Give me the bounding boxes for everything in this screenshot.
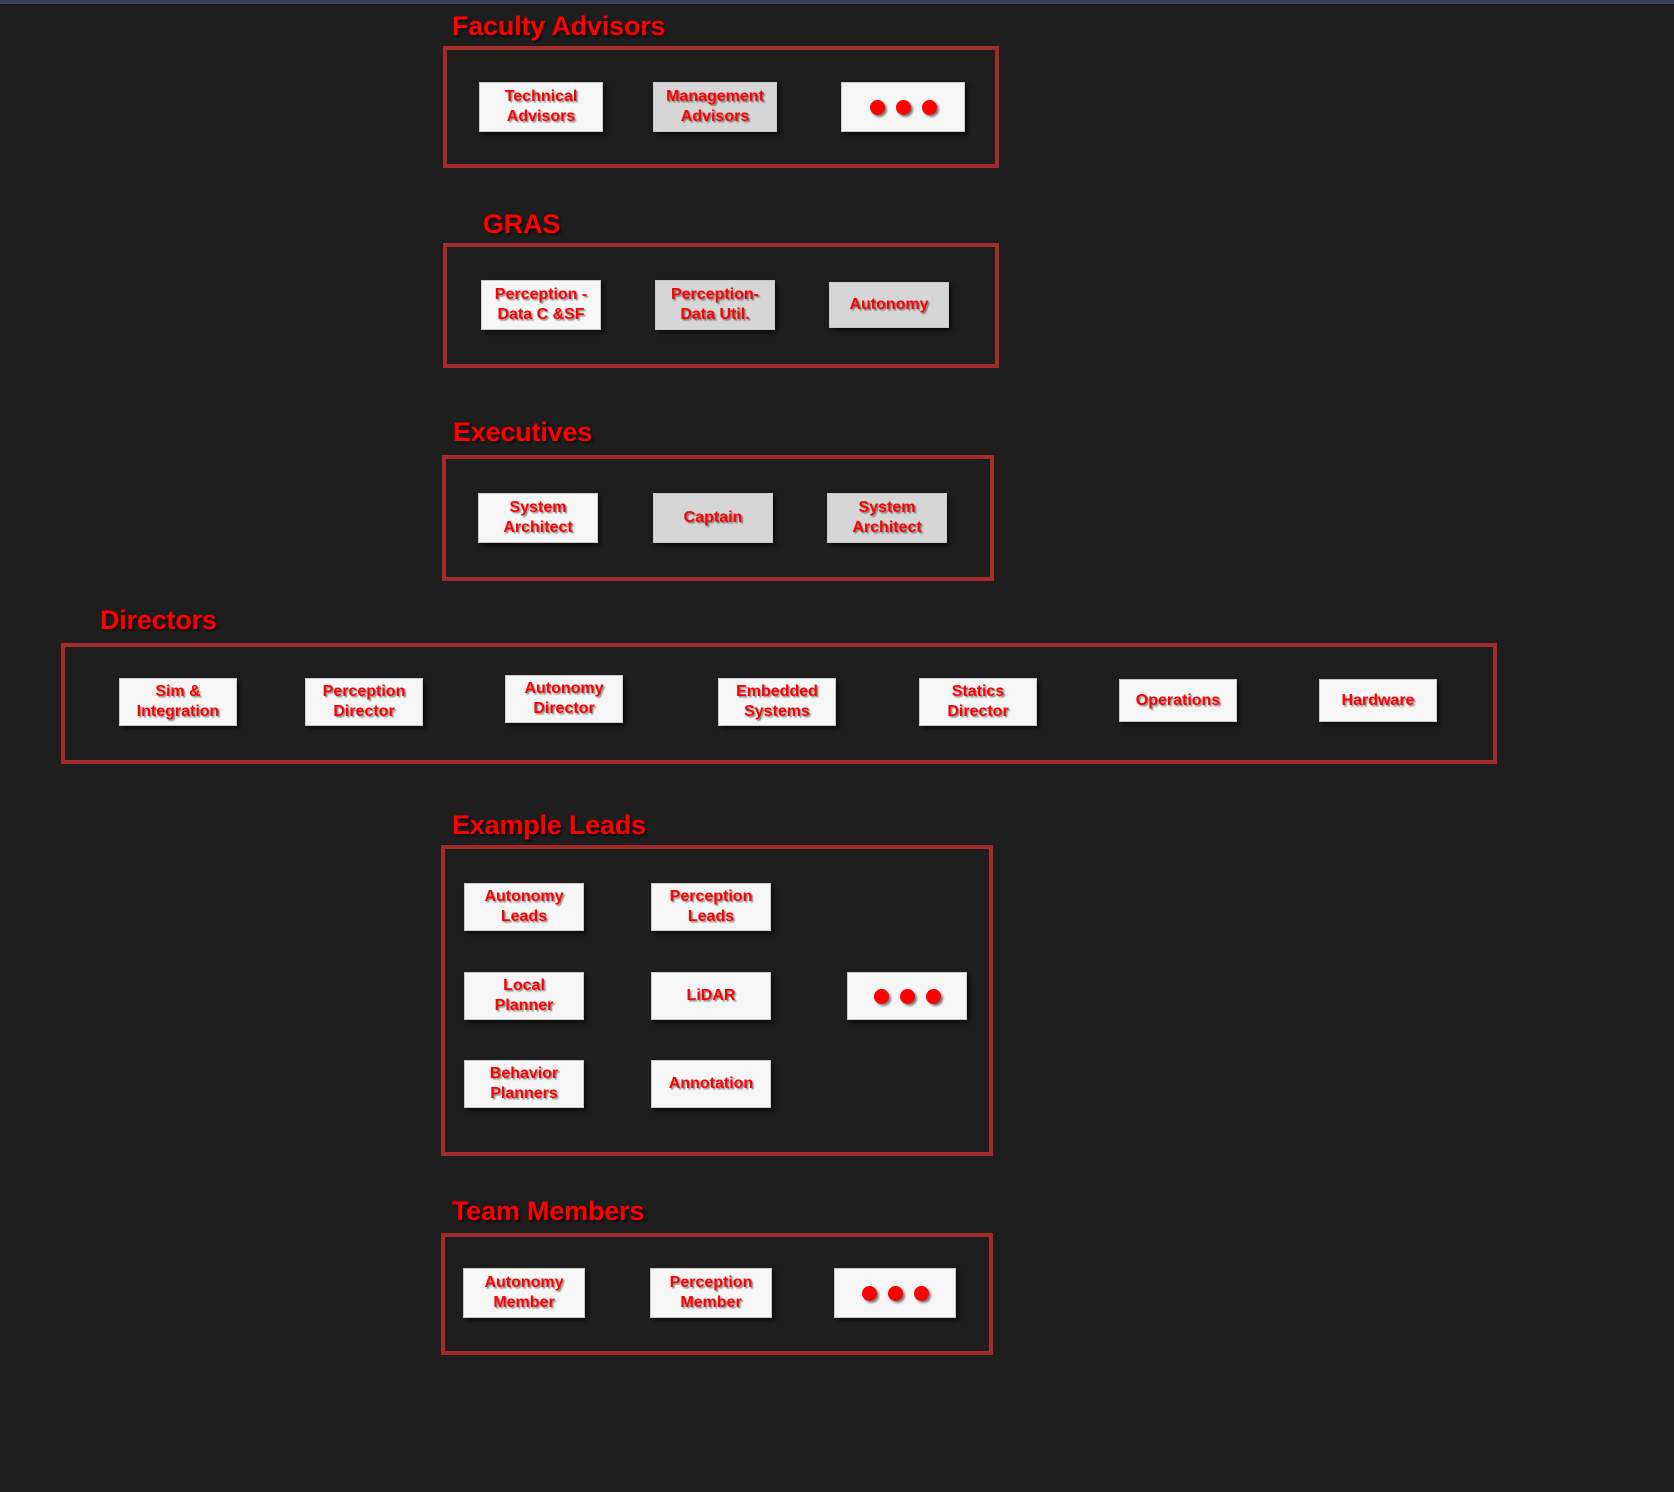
node-sim-integration[interactable]: Sim & Integration bbox=[119, 678, 237, 726]
node-label: System Architect bbox=[852, 499, 922, 536]
section-title-faculty-advisors: Faculty Advisors bbox=[452, 11, 666, 41]
section-title-gras: GRAS bbox=[483, 209, 561, 239]
group-box-team-members bbox=[441, 1233, 993, 1355]
group-box-executives bbox=[442, 455, 994, 581]
node-faculty-advisors-more[interactable] bbox=[841, 82, 965, 132]
node-perception-data-c-sf[interactable]: Perception - Data C &SF bbox=[481, 280, 601, 330]
ellipsis-dots-icon bbox=[861, 1285, 929, 1301]
node-behavior-planners[interactable]: Behavior Planners bbox=[464, 1060, 584, 1108]
node-statics-director[interactable]: Statics Director bbox=[919, 678, 1037, 726]
node-label: Operations bbox=[1135, 691, 1221, 709]
node-label: Management Advisors bbox=[666, 88, 764, 125]
section-title-directors: Directors bbox=[100, 605, 217, 635]
node-perception-member[interactable]: Perception Member bbox=[650, 1268, 772, 1318]
node-label: Technical Advisors bbox=[504, 88, 578, 125]
node-annotation[interactable]: Annotation bbox=[651, 1060, 771, 1108]
node-captain[interactable]: Captain bbox=[653, 493, 773, 543]
node-label: Embedded Systems bbox=[736, 683, 818, 720]
top-edge-strip bbox=[0, 0, 1674, 4]
node-label: Autonomy Leads bbox=[484, 888, 564, 925]
node-example-leads-more[interactable] bbox=[847, 972, 967, 1020]
group-box-example-leads bbox=[441, 845, 993, 1156]
node-lidar[interactable]: LiDAR bbox=[651, 972, 771, 1020]
node-label: Captain bbox=[683, 509, 743, 526]
ellipsis-dots-icon bbox=[873, 988, 941, 1004]
dot-icon bbox=[925, 988, 941, 1004]
group-box-directors bbox=[61, 643, 1497, 764]
ellipsis-dots-icon bbox=[869, 99, 937, 115]
dot-icon bbox=[895, 99, 911, 115]
group-box-faculty-advisors bbox=[443, 46, 999, 168]
section-title-executives: Executives bbox=[453, 417, 593, 447]
node-embedded-systems[interactable]: Embedded Systems bbox=[718, 678, 836, 726]
node-label: LiDAR bbox=[686, 987, 736, 1004]
node-label: Statics Director bbox=[947, 683, 1009, 720]
node-system-architect-1[interactable]: System Architect bbox=[478, 493, 598, 543]
node-label: Perception- Data Util. bbox=[670, 286, 759, 323]
group-box-gras bbox=[443, 243, 999, 368]
node-local-planner[interactable]: Local Planner bbox=[464, 972, 584, 1020]
dot-icon bbox=[913, 1285, 929, 1301]
dot-icon bbox=[869, 99, 885, 115]
node-label: Local Planner bbox=[494, 977, 554, 1014]
node-hardware[interactable]: Hardware bbox=[1319, 679, 1437, 722]
node-label: Perception - Data C &SF bbox=[494, 286, 588, 323]
node-autonomy[interactable]: Autonomy bbox=[829, 282, 949, 328]
dot-icon bbox=[873, 988, 889, 1004]
node-perception-director[interactable]: Perception Director bbox=[305, 678, 423, 726]
node-autonomy-leads[interactable]: Autonomy Leads bbox=[464, 883, 584, 931]
node-label: Autonomy Director bbox=[524, 680, 604, 717]
node-label: Perception Leads bbox=[669, 888, 753, 925]
node-perception-leads[interactable]: Perception Leads bbox=[651, 883, 771, 931]
node-label: Perception Member bbox=[669, 1274, 753, 1311]
node-management-advisors[interactable]: Management Advisors bbox=[653, 82, 777, 132]
node-label: Perception Director bbox=[322, 683, 406, 720]
dot-icon bbox=[887, 1285, 903, 1301]
node-perception-data-util[interactable]: Perception- Data Util. bbox=[655, 280, 775, 330]
node-label: System Architect bbox=[503, 499, 573, 536]
node-autonomy-director[interactable]: Autonomy Director bbox=[505, 675, 623, 723]
section-title-team-members: Team Members bbox=[452, 1196, 645, 1226]
node-label: Autonomy bbox=[849, 296, 929, 313]
node-label: Sim & Integration bbox=[136, 683, 220, 720]
dot-icon bbox=[921, 99, 937, 115]
node-label: Behavior Planners bbox=[489, 1065, 559, 1102]
node-label: Annotation bbox=[668, 1075, 754, 1092]
node-operations[interactable]: Operations bbox=[1119, 679, 1237, 722]
node-technical-advisors[interactable]: Technical Advisors bbox=[479, 82, 603, 132]
node-team-members-more[interactable] bbox=[834, 1268, 956, 1318]
node-label: Autonomy Member bbox=[484, 1274, 564, 1311]
node-system-architect-2[interactable]: System Architect bbox=[827, 493, 947, 543]
dot-icon bbox=[899, 988, 915, 1004]
dot-icon bbox=[861, 1285, 877, 1301]
node-autonomy-member[interactable]: Autonomy Member bbox=[463, 1268, 585, 1318]
node-label: Hardware bbox=[1341, 691, 1415, 709]
section-title-example-leads: Example Leads bbox=[452, 810, 646, 840]
